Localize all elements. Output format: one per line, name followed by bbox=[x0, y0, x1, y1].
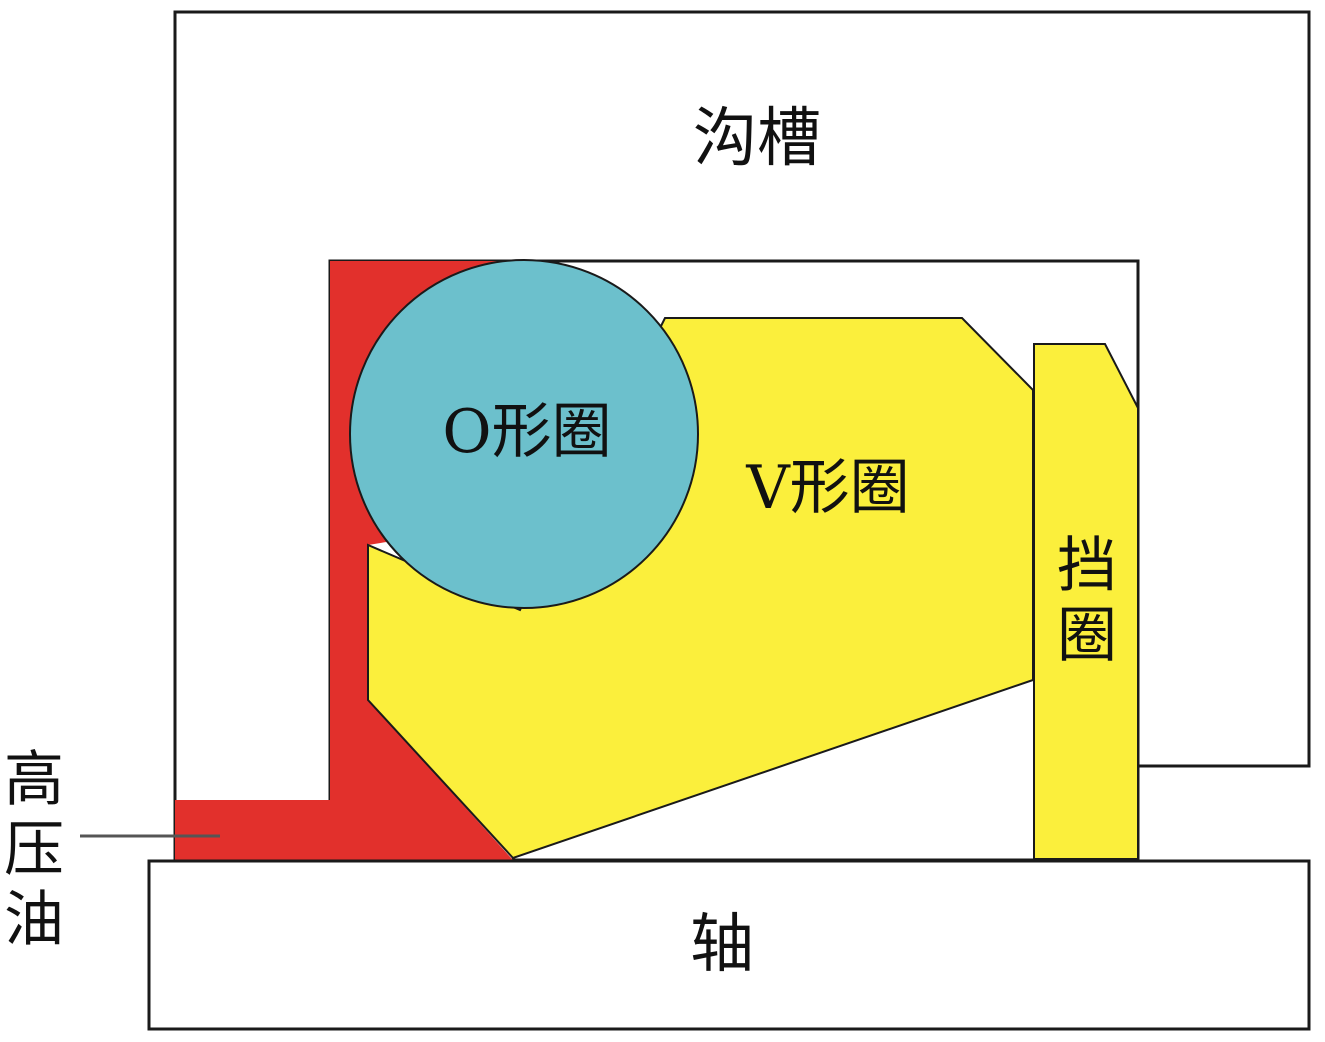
shaft-label: 轴 bbox=[690, 908, 754, 982]
v-ring-label: V形圈 bbox=[745, 453, 909, 523]
oil-label-line2: 压 bbox=[4, 815, 64, 885]
groove-label: 沟槽 bbox=[693, 102, 821, 176]
retainer-ring bbox=[1033, 343, 1139, 860]
o-ring-label: O形圈 bbox=[442, 397, 611, 467]
oil-label-line3: 油 bbox=[4, 885, 64, 955]
o-ring bbox=[349, 259, 699, 609]
retainer-label-line2: 圈 bbox=[1057, 601, 1117, 671]
retainer-label-line1: 挡 bbox=[1057, 531, 1117, 601]
oil-label-line1: 高 bbox=[4, 745, 64, 815]
shaft bbox=[147, 859, 1311, 1031]
